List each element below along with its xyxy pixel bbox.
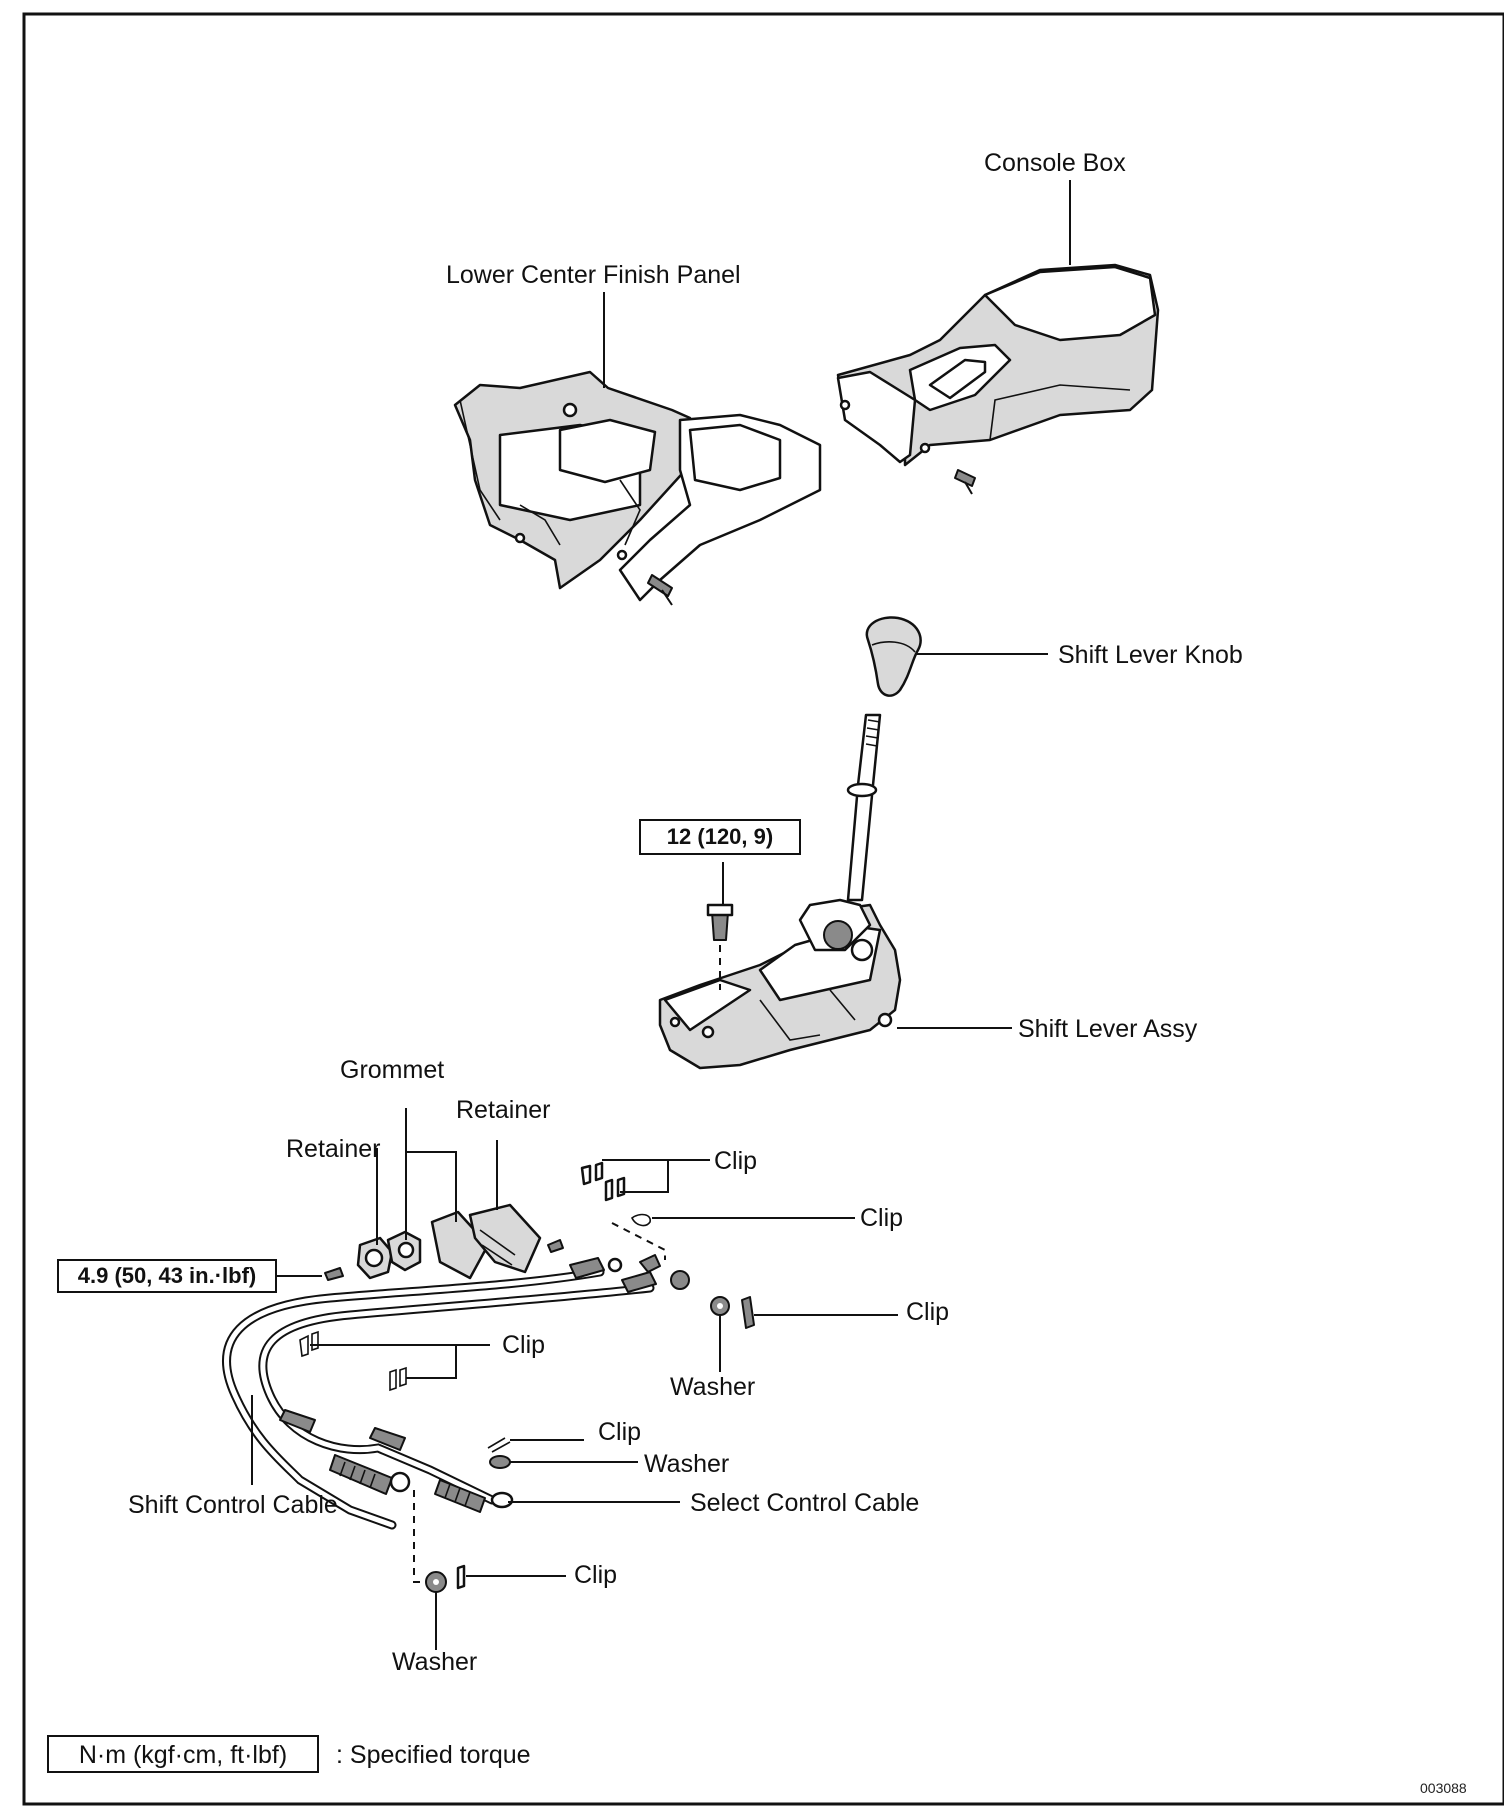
label-clip-2: Clip [860, 1204, 903, 1232]
label-retainer-right: Retainer [456, 1096, 551, 1124]
label-lower-center-finish-panel: Lower Center Finish Panel [446, 261, 741, 289]
label-clip-5: Clip [598, 1418, 641, 1446]
label-washer-2: Washer [644, 1450, 729, 1478]
figure-code: 003088 [1420, 1780, 1467, 1796]
page-frame [22, 12, 1504, 1806]
label-grommet: Grommet [340, 1056, 444, 1084]
legend-unit-text: N·m (kgf·cm, ft·lbf) [79, 1741, 287, 1769]
label-console-box: Console Box [984, 149, 1126, 177]
console-box-part [836, 263, 1160, 495]
label-clip-3: Clip [906, 1298, 949, 1326]
shift-lever-assy-part [658, 713, 902, 1070]
label-shift-lever-knob: Shift Lever Knob [1058, 641, 1243, 669]
leader-lines [251, 180, 1071, 1650]
label-washer-1: Washer [670, 1373, 755, 1401]
legend-unit-box [47, 1735, 319, 1773]
label-shift-lever-assy: Shift Lever Assy [1018, 1015, 1198, 1043]
label-retainer-left: Retainer [286, 1135, 381, 1163]
legend-description: : Specified torque [336, 1741, 531, 1769]
clips-washers-parts [299, 1161, 755, 1593]
label-clip-1: Clip [714, 1147, 757, 1175]
torque-box-retainer [57, 1259, 277, 1293]
torque-box-shift-lever [639, 819, 801, 855]
label-select-control-cable: Select Control Cable [690, 1489, 919, 1517]
torque-retainer-bolt: 4.9 (50, 43 in.·lbf) [78, 1263, 257, 1288]
control-cables-part [222, 1222, 690, 1583]
label-clip-4: Clip [502, 1331, 545, 1359]
lower-center-finish-panel-part [453, 370, 822, 606]
shift-lever-knob-part [865, 616, 922, 697]
label-shift-control-cable: Shift Control Cable [128, 1491, 338, 1519]
torque-shift-lever-bolt: 12 (120, 9) [667, 824, 773, 849]
label-washer-3: Washer [392, 1648, 477, 1676]
grommet-retainer-parts [324, 1203, 564, 1281]
label-clip-6: Clip [574, 1561, 617, 1589]
